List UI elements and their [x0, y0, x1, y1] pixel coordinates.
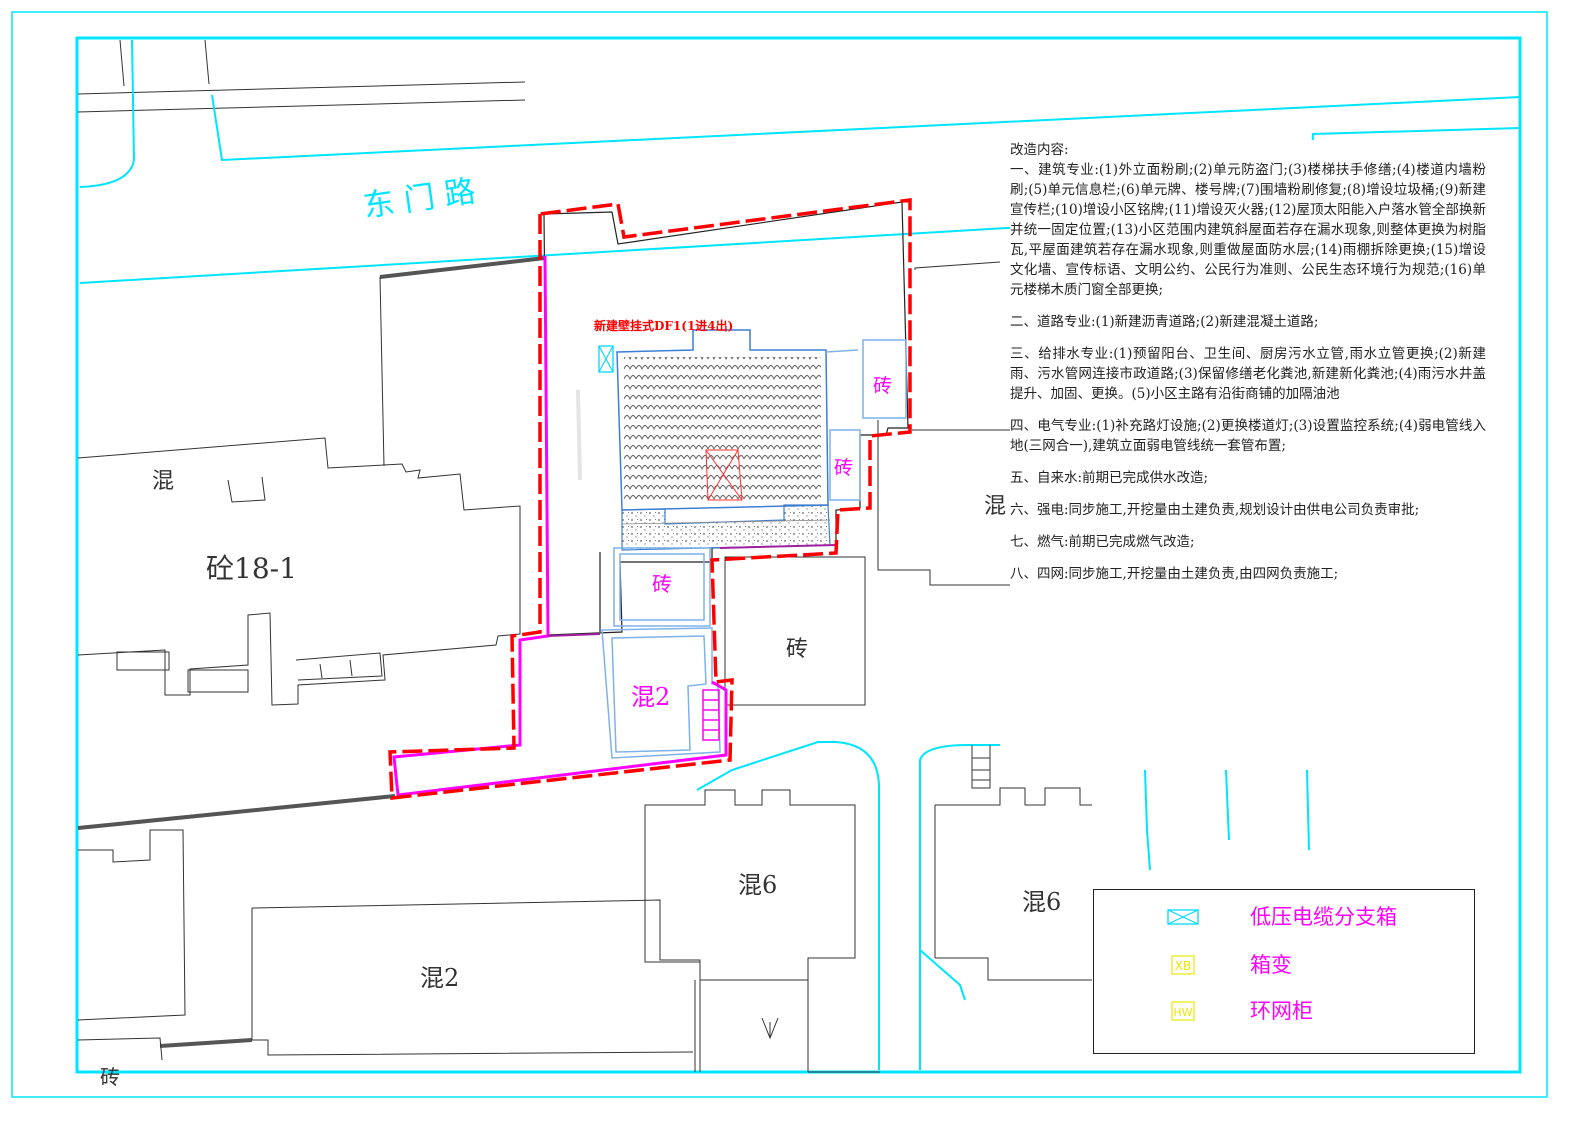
note-item: 一、建筑专业:(1)外立面粉刷;(2)单元防盗门;(3)楼梯扶手修缮;(4)楼道…	[1010, 162, 1486, 298]
building-label-brick-2: 砖	[834, 457, 853, 479]
legend-row-ring-main-unit: HW 环网柜	[1094, 996, 1474, 1026]
building-label-south-hun6-right: 混6	[1022, 888, 1061, 916]
legend-row-box-transformer: XB 箱变	[1094, 950, 1474, 980]
note-item: 三、给排水专业:(1)预留阳台、卫生间、厨房污水立管,雨水立管更换;(2)新建雨…	[1010, 346, 1486, 402]
south-east-building	[934, 745, 1092, 981]
south-middle-building	[644, 789, 880, 1073]
legend-row-cable-box: 低压电缆分支箱	[1094, 902, 1474, 932]
legend-label: 低压电缆分支箱	[1250, 905, 1397, 929]
note-item: 四、电气专业:(1)补充路灯设施;(2)更换楼道灯;(3)设置监控系统;(4)弱…	[1010, 418, 1486, 454]
building-label-bottom-brick: 砖	[100, 1065, 120, 1089]
outer-frame	[11, 11, 1548, 1098]
building-label-hun2-project: 混2	[631, 683, 670, 711]
east-partial-building	[877, 261, 1010, 586]
ring-main-unit-icon: HW	[1171, 1001, 1195, 1021]
red-dashed-boundary	[388, 198, 912, 800]
note-item: 二、道路专业:(1)新建沥青道路;(2)新建混凝土道路;	[1010, 314, 1319, 330]
road-name-label: 东 门 路	[361, 173, 478, 224]
cable-box-icon	[1167, 909, 1199, 925]
building-label-west-main: 砼18-1	[206, 552, 297, 585]
tiled-roof	[616, 329, 831, 551]
distribution-box-label: 新建壁挂式DF1(1进4出)	[594, 318, 733, 333]
notes-title: 改造内容:	[1010, 142, 1069, 158]
legend-label: 箱变	[1250, 953, 1292, 977]
building-label-center-brick: 砖	[786, 637, 808, 662]
note-item: 五、自来水:前期已完成供水改造;	[1010, 470, 1209, 486]
building-label-brick-3: 砖	[652, 572, 672, 596]
stair-hatch	[702, 689, 720, 741]
building-label-south-hun6-left: 混6	[738, 871, 777, 899]
box-transformer-icon: XB	[1171, 955, 1195, 975]
legend-label: 环网柜	[1250, 999, 1313, 1023]
dark-roads	[77, 256, 546, 1048]
south-west-buildings	[77, 829, 701, 1072]
magenta-boundary	[392, 255, 728, 797]
top-left-streets	[77, 39, 526, 113]
building-label-south-hun2: 混2	[420, 964, 459, 992]
renovation-notes: 改造内容: 一、建筑专业:(1)外立面粉刷;(2)单元防盗门;(3)楼梯扶手修缮…	[1010, 140, 1486, 596]
center-brick-building	[724, 556, 866, 706]
building-label-east-hun: 混	[984, 494, 1006, 519]
svg-text:HW: HW	[1173, 1006, 1192, 1019]
note-item: 七、燃气:前期已完成燃气改造;	[1010, 534, 1195, 550]
building-label-brick-1: 砖	[873, 375, 892, 397]
svg-text:XB: XB	[1175, 959, 1191, 973]
map-legend: 低压电缆分支箱 XB 箱变 HW 环网柜	[1093, 889, 1475, 1054]
note-item: 八、四网:同步施工,开挖量由土建负责,由四网负责施工;	[1010, 566, 1339, 582]
cable-box-df1	[598, 345, 614, 373]
drawing-frame	[75, 36, 1522, 1074]
building-label-west-hun: 混	[152, 469, 174, 494]
note-item: 六、强电:同步施工,开挖量由土建负责,规划设计由供电公司负责审批;	[1010, 502, 1420, 518]
west-building-outline	[77, 276, 521, 706]
